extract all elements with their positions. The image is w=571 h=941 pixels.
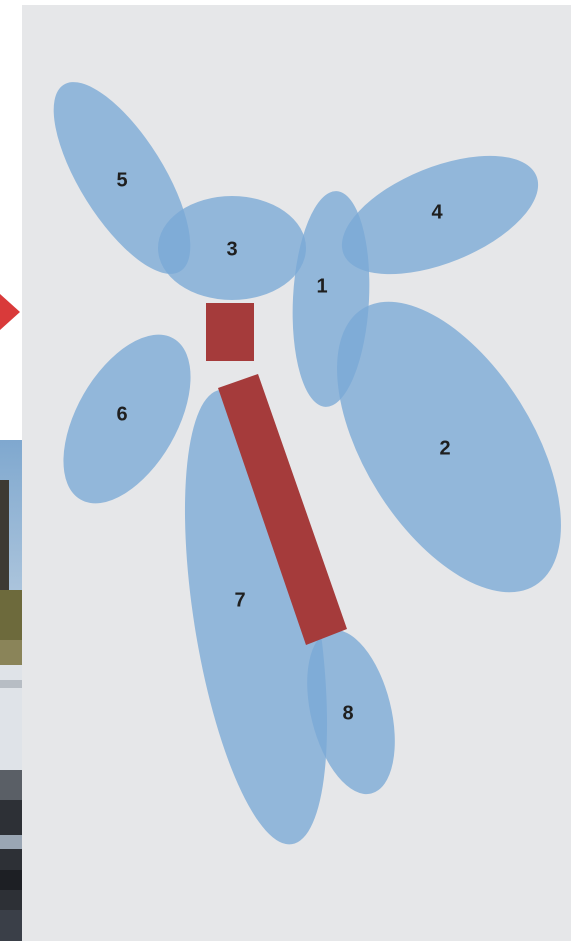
neck-block <box>206 303 254 361</box>
region-5-label: 5 <box>116 169 127 191</box>
region-3-label: 3 <box>226 238 237 260</box>
region-7-label: 7 <box>234 589 245 611</box>
region-2-label: 2 <box>439 437 450 459</box>
region-1-label: 1 <box>316 275 327 297</box>
region-4-label: 4 <box>431 201 443 223</box>
region-8-label: 8 <box>342 702 353 724</box>
region-6-label: 6 <box>116 403 127 425</box>
